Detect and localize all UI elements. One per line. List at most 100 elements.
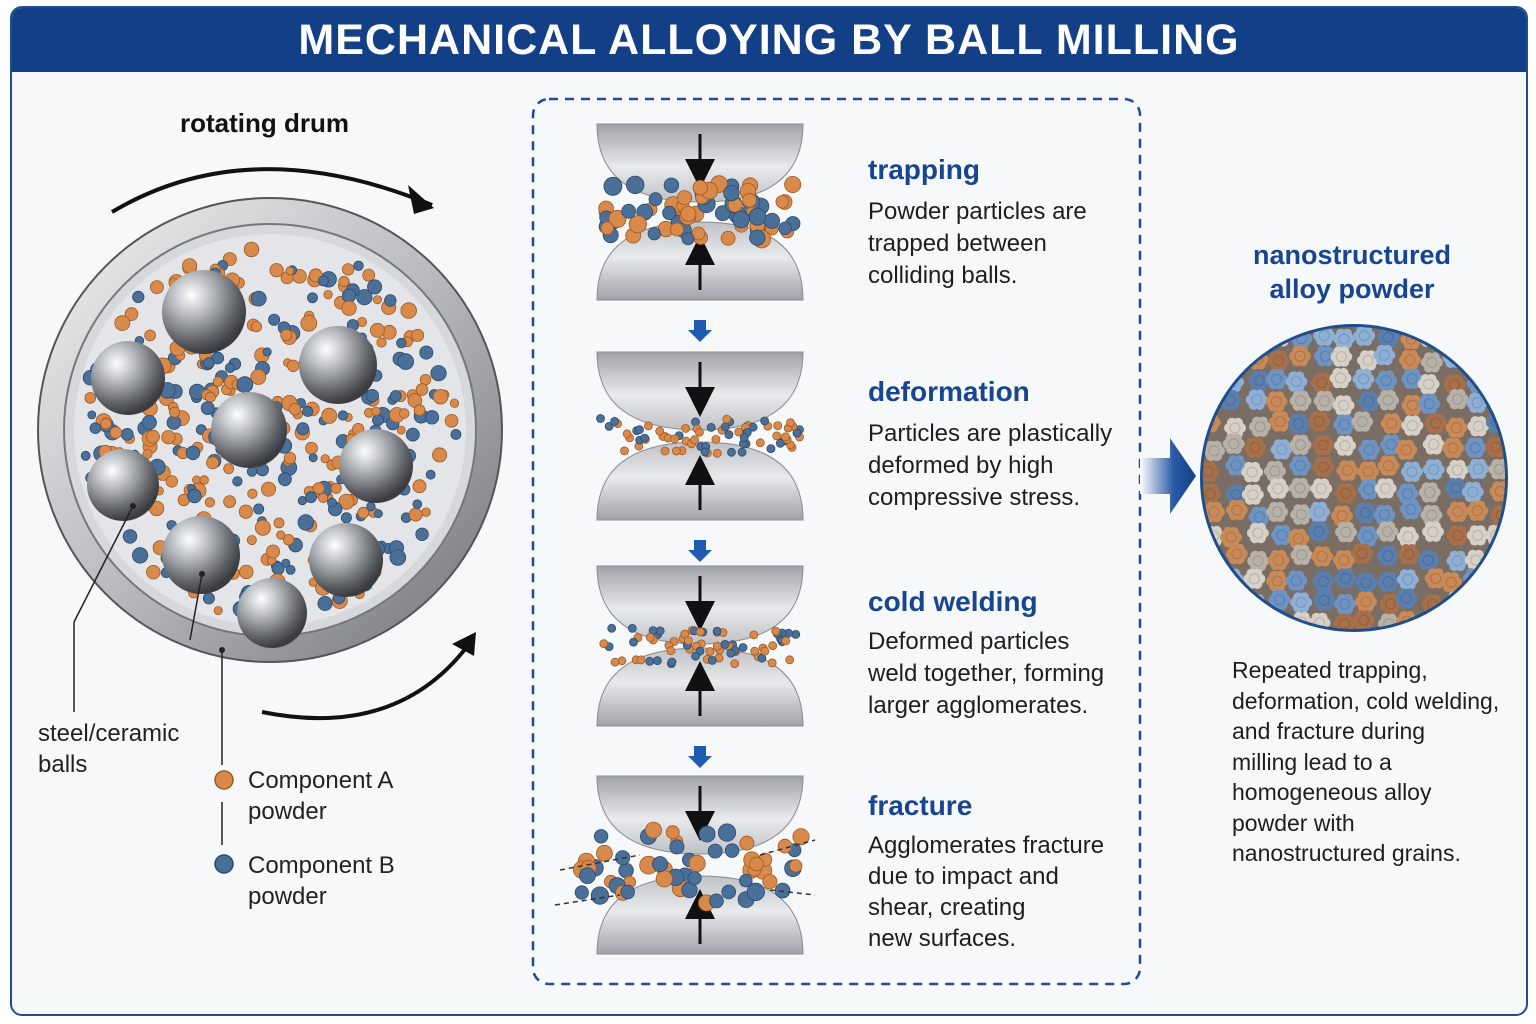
alloy-grain bbox=[1245, 389, 1268, 410]
alloy-grain bbox=[1310, 372, 1333, 393]
alloy-grain bbox=[1417, 549, 1440, 571]
powder-particle bbox=[712, 626, 722, 636]
milling-ball bbox=[309, 523, 383, 597]
alloy-grain bbox=[1329, 367, 1352, 389]
component-a-particle bbox=[341, 300, 357, 316]
alloy-grain bbox=[1467, 347, 1490, 368]
component-a-particle bbox=[338, 275, 350, 288]
alloy-grain bbox=[1487, 567, 1505, 589]
component-b-particle bbox=[297, 514, 315, 531]
powder-particle bbox=[786, 418, 795, 428]
component-b-particle bbox=[367, 279, 383, 295]
component-b-particle bbox=[365, 388, 379, 403]
alloy-grain bbox=[1203, 389, 1221, 410]
component-a-particle bbox=[412, 479, 427, 494]
powder-particle bbox=[672, 446, 681, 456]
alloy-grain bbox=[1466, 610, 1489, 629]
alloy-grain bbox=[1446, 525, 1469, 546]
alloy-grain bbox=[1314, 346, 1337, 367]
powder-particle bbox=[579, 867, 596, 884]
component-a-particle bbox=[399, 408, 410, 419]
powder-particle bbox=[734, 427, 744, 437]
alloy-grain bbox=[1249, 327, 1266, 329]
powder-particle bbox=[677, 190, 693, 206]
milling-ball bbox=[87, 449, 159, 521]
powder-particle bbox=[771, 626, 781, 636]
powder-particle bbox=[792, 828, 810, 846]
rotation-arrowhead-bottom bbox=[452, 632, 476, 656]
powder-particle bbox=[774, 882, 791, 899]
alloy-grain bbox=[1290, 544, 1313, 566]
alloy-grain bbox=[1269, 636, 1291, 656]
alloy-grain bbox=[1380, 413, 1403, 434]
component-b-particle bbox=[296, 422, 310, 436]
alloy-grain bbox=[1357, 391, 1380, 412]
alloy-grain bbox=[1265, 369, 1288, 390]
component-b-particle bbox=[285, 565, 296, 575]
powder-particle bbox=[721, 884, 736, 900]
component-a-particle bbox=[376, 337, 387, 348]
powder-particle bbox=[652, 856, 669, 873]
alloy-grain bbox=[1444, 631, 1466, 651]
component-a-particle bbox=[204, 391, 216, 403]
powder-particle bbox=[660, 446, 670, 456]
alloy-grain bbox=[1176, 524, 1198, 544]
component-a-particle bbox=[408, 507, 423, 522]
alloy-grain bbox=[1424, 413, 1447, 434]
alloy-grain bbox=[1334, 435, 1356, 456]
powder-particle bbox=[762, 874, 778, 890]
powder-particle bbox=[670, 222, 685, 237]
powder-particle bbox=[610, 416, 619, 426]
alloy-grain bbox=[1461, 481, 1484, 503]
milling-ball bbox=[91, 341, 165, 415]
alloy-grain bbox=[1373, 344, 1396, 366]
powder-particle bbox=[574, 885, 589, 900]
step-fracture-title: fracture bbox=[868, 790, 973, 821]
fracture-line bbox=[554, 894, 621, 906]
powder-particle bbox=[705, 647, 715, 656]
alloy-grain bbox=[1265, 391, 1288, 412]
alloy-grain bbox=[1357, 350, 1379, 371]
component-a-particle bbox=[114, 315, 131, 332]
component-b-particle bbox=[356, 289, 373, 306]
alloy-grain bbox=[1352, 368, 1375, 390]
alloy-grain bbox=[1289, 434, 1312, 455]
alloy-grain bbox=[1266, 570, 1289, 592]
alloy-grain bbox=[1203, 444, 1204, 455]
alloy-grain bbox=[1356, 526, 1379, 547]
alloy-grain bbox=[1334, 568, 1357, 589]
powder-particle bbox=[739, 873, 753, 888]
component-a-particle bbox=[199, 475, 209, 485]
component-a-particle bbox=[288, 403, 302, 416]
sequence-arrow bbox=[688, 540, 712, 562]
powder-particle bbox=[690, 435, 699, 445]
alloy-grain bbox=[1290, 592, 1313, 613]
alloy-grain bbox=[1396, 569, 1419, 590]
milling-ball bbox=[299, 326, 377, 404]
powder-particle bbox=[749, 856, 764, 872]
component-a-particle bbox=[239, 564, 254, 580]
powder-particle bbox=[599, 639, 609, 648]
powder-particle bbox=[644, 421, 653, 431]
powder-particle bbox=[603, 176, 623, 196]
component-b-particle bbox=[372, 414, 384, 427]
alloy-grain bbox=[1467, 458, 1490, 480]
milling-ball bbox=[162, 270, 246, 354]
component-b-particle bbox=[187, 488, 202, 504]
fracture-line bbox=[769, 889, 816, 896]
powder-particle bbox=[775, 438, 785, 448]
alloy-grain bbox=[1376, 521, 1399, 542]
powder-particle bbox=[730, 659, 740, 668]
alloy-grain bbox=[1177, 501, 1199, 521]
component-a-particle bbox=[330, 482, 342, 494]
powder-particle bbox=[692, 179, 709, 196]
powder-particle bbox=[655, 870, 673, 888]
alloy-grain bbox=[1271, 524, 1293, 546]
component-b-particle bbox=[250, 290, 267, 307]
alloy-grain bbox=[1373, 504, 1396, 526]
alloy-grain bbox=[1401, 395, 1424, 416]
alloy-grain bbox=[1203, 567, 1220, 588]
powder-particle bbox=[621, 203, 637, 219]
component-a-particle bbox=[444, 413, 459, 428]
